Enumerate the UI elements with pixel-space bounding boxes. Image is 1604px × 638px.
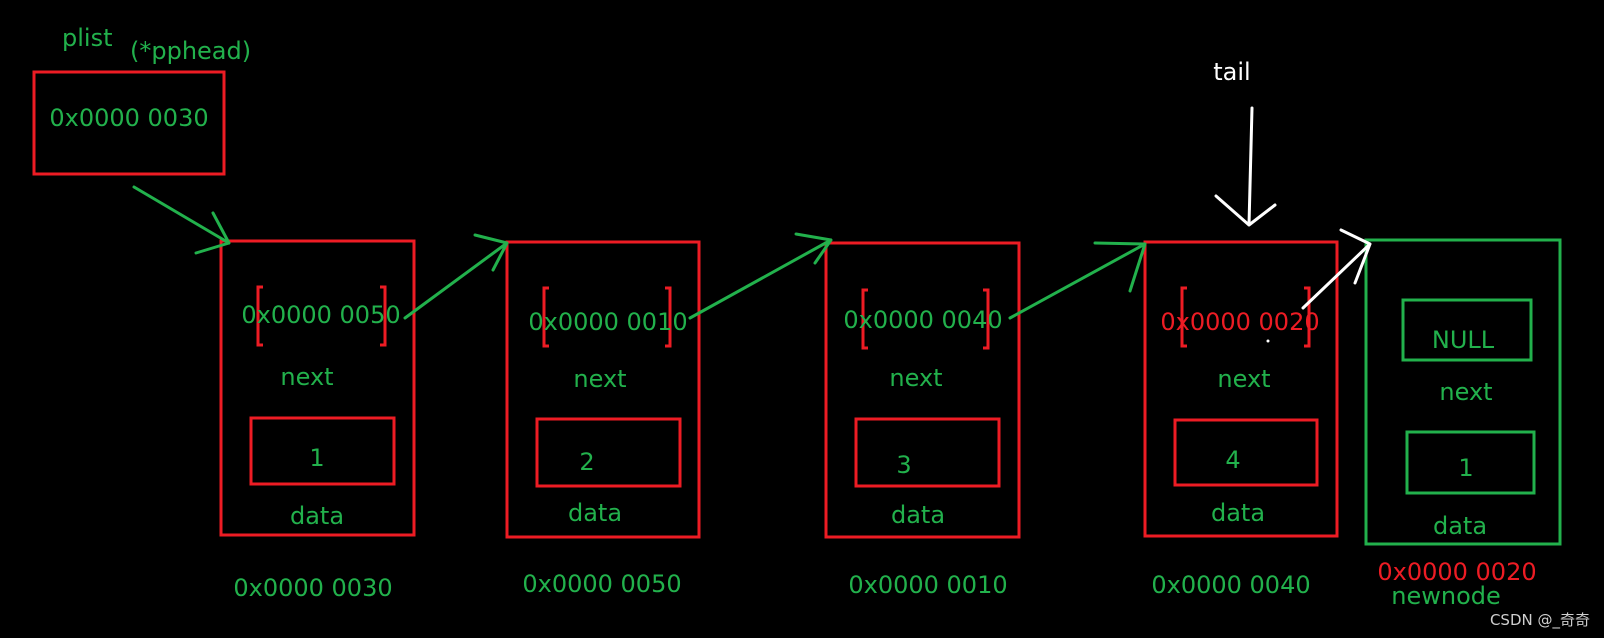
- data-value: 3: [896, 451, 911, 479]
- new-data-field-box: [1405, 430, 1536, 495]
- new-node-box: [1364, 238, 1562, 546]
- node-address: 0x0000 0050: [522, 570, 681, 598]
- arrow-head-to-node-1: [132, 185, 231, 255]
- node-address: 0x0000 0030: [233, 574, 392, 602]
- data-label: data: [290, 502, 344, 530]
- stray-dot: [1266, 339, 1270, 343]
- next-label: next: [573, 365, 626, 393]
- node-box: [219, 239, 416, 537]
- data-label: data: [891, 501, 945, 529]
- tail-arrows: [1214, 106, 1372, 310]
- new-link-arrow: [1301, 228, 1372, 310]
- next-field-box: [861, 288, 990, 350]
- next-value: 0x0000 0040: [843, 306, 1002, 334]
- arrow-node-1-to-node-2: [403, 233, 509, 320]
- new-node-name: newnode: [1391, 582, 1501, 610]
- data-field-box: [535, 417, 682, 488]
- data-field-box: [854, 417, 1001, 488]
- node-2: 0x0000 0010 next 2 data 0x0000 0050: [505, 240, 701, 598]
- next-label: next: [1217, 365, 1270, 393]
- data-field-box: [1173, 418, 1319, 487]
- new-next-value: NULL: [1432, 326, 1495, 354]
- node-box: [505, 240, 701, 539]
- arrow-node-3-to-node-4: [1008, 241, 1147, 320]
- data-value: 2: [579, 448, 594, 476]
- node-1: 0x0000 0050 next 1 data 0x0000 0030: [219, 239, 416, 602]
- next-label: next: [889, 364, 942, 392]
- node-address: 0x0000 0040: [1151, 571, 1310, 599]
- new-data-label: data: [1433, 512, 1487, 540]
- data-label: data: [1211, 499, 1265, 527]
- node-4: 0x0000 0020 next 4 data 0x0000 0040: [1143, 240, 1339, 599]
- data-value: 1: [309, 444, 324, 472]
- next-field-box: [542, 286, 672, 348]
- arrow-node-2-to-node-3: [688, 232, 833, 320]
- new-next-field-box: [1401, 298, 1533, 362]
- new-data-value: 1: [1458, 454, 1473, 482]
- next-label: next: [280, 363, 333, 391]
- next-value: 0x0000 0010: [528, 308, 687, 336]
- head-value: 0x0000 0030: [49, 104, 208, 132]
- node-box: [1143, 240, 1339, 538]
- data-field-box: [249, 416, 396, 486]
- node-box: [824, 241, 1021, 539]
- data-value: 4: [1225, 446, 1240, 474]
- data-label: data: [568, 499, 622, 527]
- tail-label: tail: [1213, 58, 1250, 86]
- plist-label: plist: [62, 24, 112, 52]
- node-3: 0x0000 0040 next 3 data 0x0000 0010: [824, 241, 1021, 599]
- pphead-label: (*pphead): [130, 37, 251, 65]
- next-value: 0x0000 0050: [241, 301, 400, 329]
- new-node: NULL next 1 data 0x0000 0020 newnode: [1364, 238, 1562, 610]
- watermark: CSDN @_奇奇: [1489, 611, 1590, 629]
- next-field-box: [256, 285, 387, 347]
- tail-pointer-arrow: [1214, 106, 1277, 227]
- new-node-address: 0x0000 0020: [1377, 558, 1536, 586]
- new-next-label: next: [1439, 378, 1492, 406]
- next-value: 0x0000 0020: [1160, 308, 1319, 336]
- head-box: [32, 70, 226, 176]
- node-address: 0x0000 0010: [848, 571, 1007, 599]
- link-arrows: [132, 185, 1147, 320]
- next-field-box: [1180, 286, 1311, 348]
